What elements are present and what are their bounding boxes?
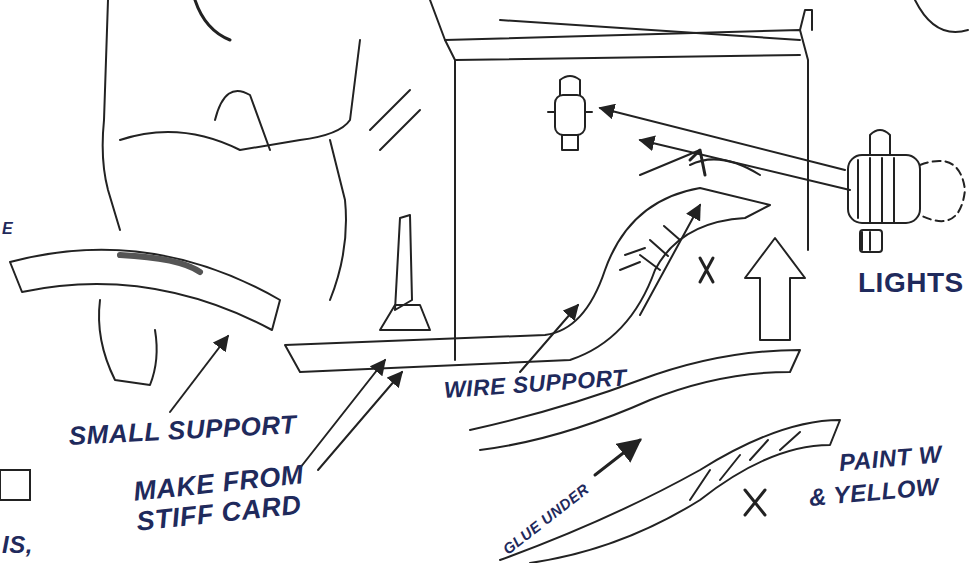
cut-label: IS,: [2, 532, 52, 558]
part-name: LIGHTS: [858, 268, 968, 299]
part-name: SMALL SUPPORT: [68, 409, 309, 450]
note: PAINT W: [838, 439, 970, 477]
note: MAKE FROM STIFF CARD: [132, 456, 347, 537]
note: GLUE UNDER: [500, 471, 605, 558]
cut-label: E: [2, 220, 42, 238]
note: & YELLOW: [808, 471, 970, 511]
part-name: WIRE SUPPORT: [443, 364, 644, 403]
